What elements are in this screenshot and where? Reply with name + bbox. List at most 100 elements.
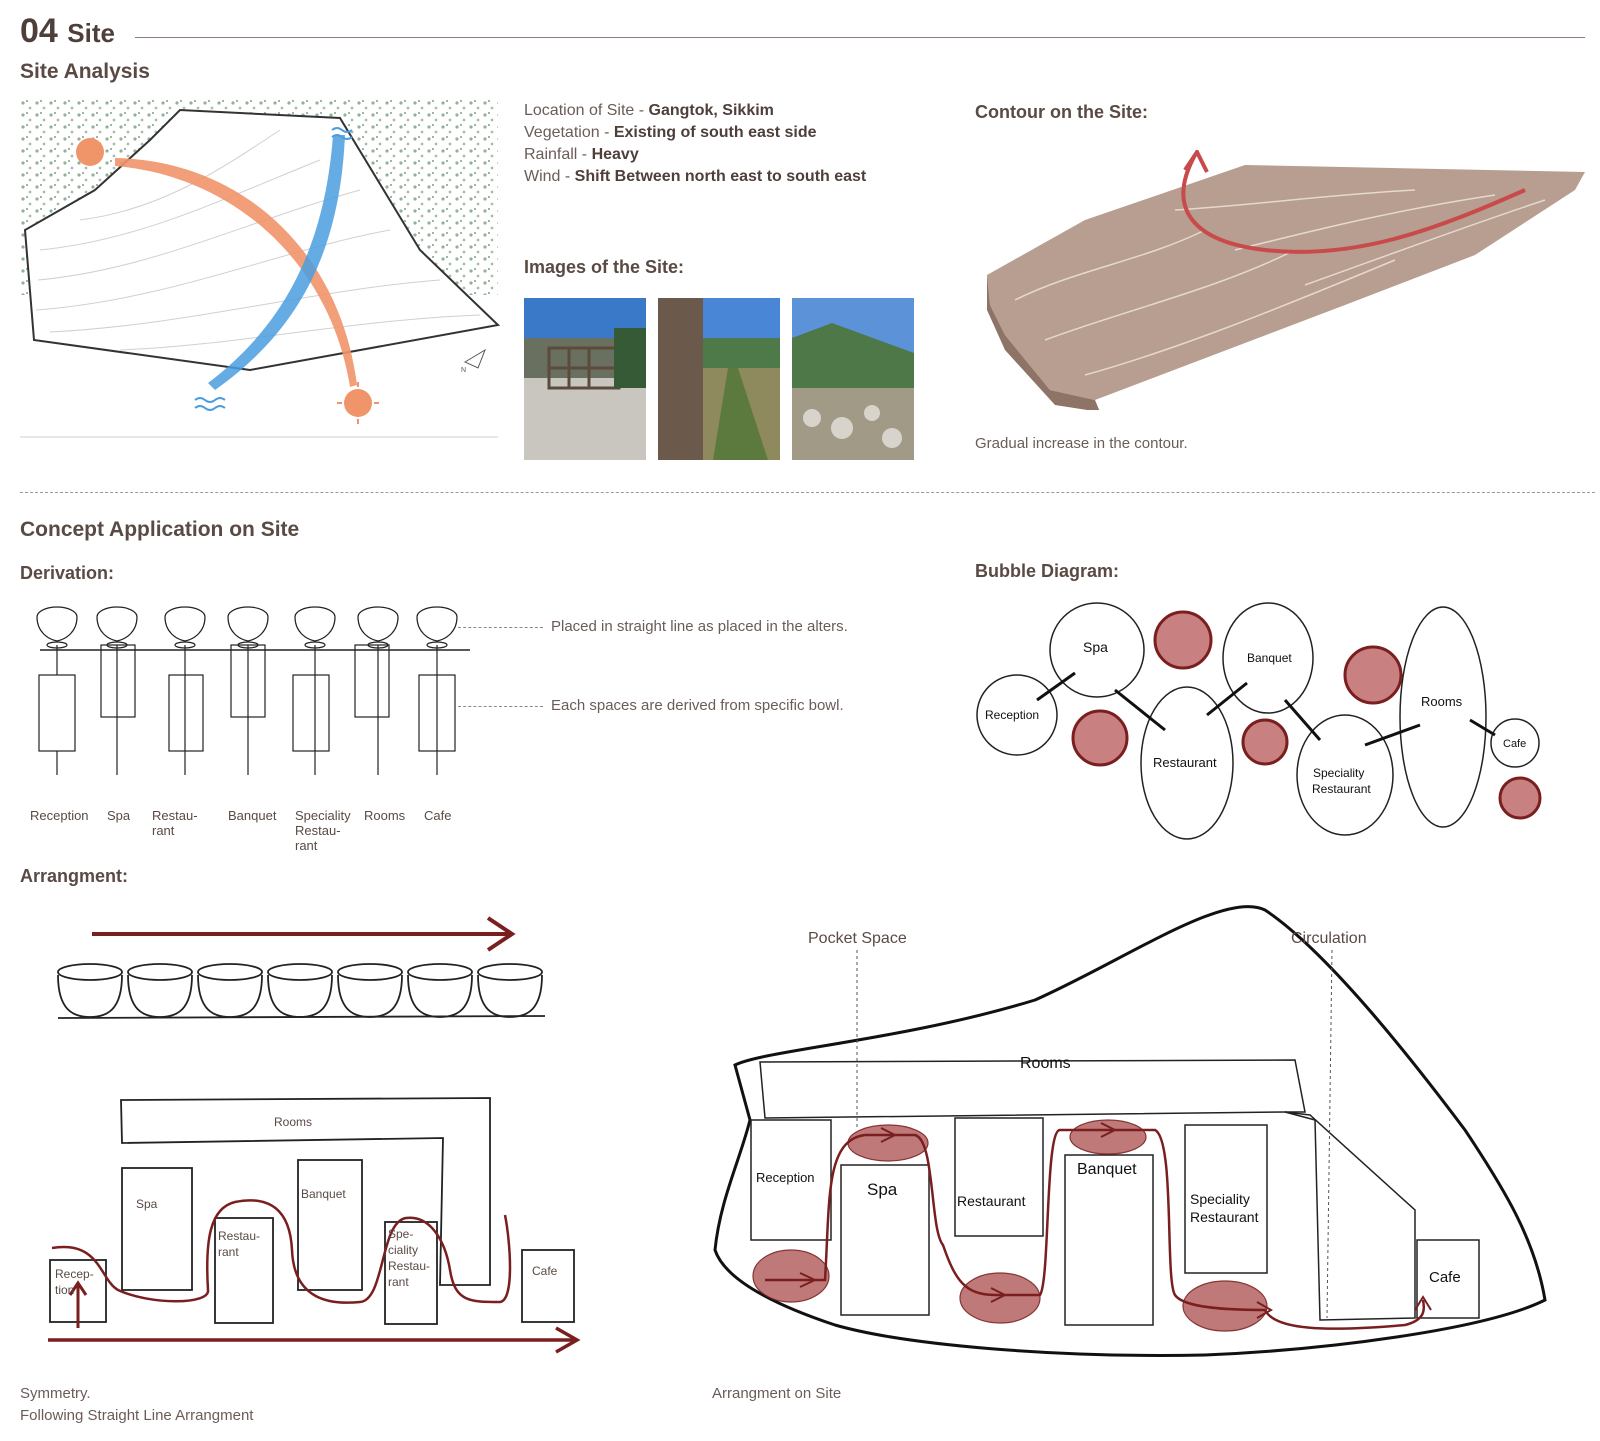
arrangement-caption-1: Symmetry. xyxy=(20,1385,91,1402)
contour-lines xyxy=(35,129,481,351)
arrangement-diagram: Rooms Spa Restau- rant Banquet Spe- cial… xyxy=(48,916,581,1354)
arrangement-label-spa: Spa xyxy=(136,1197,158,1211)
site-plan-label-speciality-2: Restaurant xyxy=(1190,1209,1259,1225)
bubble-heading: Bubble Diagram: xyxy=(975,561,1120,581)
rooms-wing xyxy=(1284,1111,1416,1321)
bubble-label-speciality-2: Restaurant xyxy=(1312,782,1371,796)
bubble-arrows xyxy=(1036,671,1496,747)
arrangement-label-speciality-2: ciality xyxy=(388,1243,418,1257)
section-title: Site xyxy=(67,18,115,48)
entry-arrow xyxy=(68,1280,88,1328)
derivation-note-line: Placed in straight line as placed in the… xyxy=(458,618,848,635)
baseline-arrow xyxy=(48,1326,581,1354)
header-rule xyxy=(135,37,1585,38)
bubble-label-speciality: Speciality xyxy=(1313,766,1364,780)
derivation-diagram xyxy=(36,606,470,775)
bowl-icons xyxy=(36,606,458,649)
site-boundary xyxy=(23,108,501,372)
sun-icon xyxy=(337,382,379,424)
site-blocks xyxy=(750,1117,1480,1326)
bubble-label-reception: Reception xyxy=(985,708,1039,722)
arrangement-label-banquet: Banquet xyxy=(301,1187,346,1201)
site-plan-label-banquet: Banquet xyxy=(1077,1161,1137,1178)
arrangement-caption-2: Following Straight Line Arrangment xyxy=(20,1407,254,1424)
derivation-label-spa: Spa xyxy=(107,808,131,823)
arrangement-label-rooms: Rooms xyxy=(274,1115,312,1129)
bubble-restaurant xyxy=(1140,686,1234,840)
site-map: N xyxy=(20,100,501,438)
arrow-head-icon xyxy=(1183,150,1209,173)
bubble-label-cafe: Cafe xyxy=(1503,738,1526,750)
bubble-cafe xyxy=(1490,718,1540,768)
derivation-note-bowl: Each spaces are derived from specific bo… xyxy=(458,697,844,714)
site-plan-arrows xyxy=(799,1122,1432,1319)
arrangement-label-speciality-4: rant xyxy=(388,1275,409,1289)
bubble-label-banquet: Banquet xyxy=(1247,651,1292,665)
arrangement-label-speciality-3: Restau- xyxy=(388,1259,430,1273)
derivation-label-banquet: Banquet xyxy=(228,808,277,823)
direction-arrow xyxy=(92,916,516,952)
derivation-label-reception: Reception xyxy=(30,808,89,823)
section-number: 04 xyxy=(20,12,58,50)
arrangement-blocks xyxy=(49,1097,575,1325)
derivation-arrows xyxy=(56,645,438,775)
circulation-leader xyxy=(1326,949,1333,1319)
contour-model xyxy=(987,150,1585,410)
arrangement-heading: Arrangment: xyxy=(20,866,129,886)
site-plan-label-pocket: Pocket Space xyxy=(808,930,907,947)
contour-arrow xyxy=(1181,154,1526,254)
wind-path xyxy=(208,135,345,390)
arrangement-label-restaurant-2: rant xyxy=(218,1245,239,1259)
arrangement-label-reception: Recep- xyxy=(55,1267,94,1281)
bubble-label-restaurant: Restaurant xyxy=(1153,755,1217,770)
contour-lines xyxy=(1014,189,1546,376)
info-vegetation: Vegetation - Existing of south east side xyxy=(524,124,817,141)
north-label: N xyxy=(461,367,466,374)
site-plan-label-speciality: Speciality xyxy=(1190,1191,1250,1207)
site-info: Location of Site - Gangtok, Sikkim Veget… xyxy=(524,100,866,188)
bubble-label-spa: Spa xyxy=(1083,639,1108,655)
site-plan-caption: Arrangment on Site xyxy=(712,1385,842,1402)
concept-heading: Concept Application on Site xyxy=(20,518,300,541)
site-analysis-title: Site Analysis xyxy=(20,60,150,83)
bubble-reception xyxy=(976,674,1058,756)
circulation-path xyxy=(765,1128,1426,1330)
info-location: Location of Site - Gangtok, Sikkim xyxy=(524,102,774,119)
derivation-label-cafe: Cafe xyxy=(424,808,452,823)
derivation-heading: Derivation: xyxy=(20,563,115,583)
arrangement-label-reception-2: tion xyxy=(55,1283,74,1297)
section-heading: 04 Site xyxy=(20,12,115,51)
derivation-label-restaurant: Restau-rant xyxy=(152,808,198,838)
bubble-rooms xyxy=(1399,606,1487,828)
hatched-pockets xyxy=(1071,610,1542,820)
site-plan-label-spa: Spa xyxy=(867,1180,898,1199)
info-wind: Wind - Shift Between north east to south… xyxy=(524,168,867,185)
circulation-path xyxy=(51,1199,512,1304)
bowl-row-icons xyxy=(57,963,546,1019)
site-plan-label-restaurant: Restaurant xyxy=(957,1193,1026,1209)
arrangement-label-speciality: Spe- xyxy=(388,1227,413,1241)
wind-icon xyxy=(331,127,353,140)
sun-icon xyxy=(76,138,104,166)
contour-caption: Gradual increase in the contour. xyxy=(975,435,1188,452)
arrangement-label-restaurant: Restau- xyxy=(218,1229,260,1243)
derivation-label-rooms: Rooms xyxy=(364,808,406,823)
derived-spaces xyxy=(38,644,456,752)
wind-icon xyxy=(194,397,226,411)
section-divider xyxy=(20,492,1595,493)
site-plan-label-circulation: Circulation xyxy=(1291,930,1367,947)
bubble-diagram: Spa Reception Restaurant Banquet Special… xyxy=(976,602,1542,840)
site-photo-channel xyxy=(658,298,780,460)
site-plan-label-cafe: Cafe xyxy=(1429,1269,1461,1286)
north-arrow-icon: N xyxy=(461,348,486,374)
site-plan-label-rooms: Rooms xyxy=(1020,1055,1071,1072)
bubble-label-rooms: Rooms xyxy=(1421,694,1463,709)
contour-heading: Contour on the Site: xyxy=(975,102,1148,122)
images-heading: Images of the Site: xyxy=(524,257,685,277)
site-plan-label-reception: Reception xyxy=(756,1170,815,1185)
site-photo-building xyxy=(524,298,646,460)
site-photo-river xyxy=(792,298,914,460)
arrangement-label-cafe: Cafe xyxy=(532,1264,558,1278)
site-plan: Pocket Space Circulation Rooms Reception… xyxy=(713,904,1547,1357)
